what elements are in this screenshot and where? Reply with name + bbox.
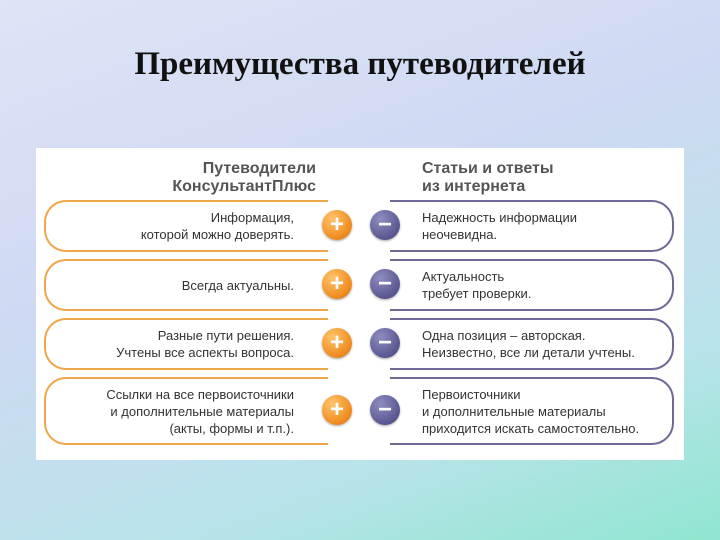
header-internet: Статьи и ответы из интернета [422, 160, 554, 196]
right-bracket [390, 259, 674, 311]
header-consultant-line: Путеводители [202, 160, 316, 177]
drawback-text: Одна позиция – авторская. Неизвестно, вс… [422, 318, 674, 370]
drawback-text: Надежность информации неочевидна. [422, 200, 674, 252]
drawback-line: неочевидна. [422, 227, 498, 242]
plus-icon: + [322, 395, 352, 425]
drawback-text: Первоисточники и дополнительные материал… [422, 377, 674, 445]
minus-icon: − [370, 395, 400, 425]
comparison-row: Ссылки на все первоисточники и дополните… [44, 377, 674, 445]
minus-icon: − [370, 328, 400, 358]
advantage-text: Всегда актуальны. [44, 259, 294, 311]
minus-icon: − [370, 269, 400, 299]
left-bracket [44, 200, 328, 252]
header-consultant-line: КонсультантПлюс [172, 178, 316, 195]
advantage-line: которой можно доверять. [140, 227, 294, 242]
drawback-line: Неизвестно, все ли детали учтены. [422, 345, 635, 360]
advantage-text: Ссылки на все первоисточники и дополните… [44, 377, 294, 445]
advantage-line: Учтены все аспекты вопроса. [116, 345, 294, 360]
drawback-text: Актуальность требует проверки. [422, 259, 674, 311]
header-internet-line: из интернета [422, 178, 526, 195]
drawback-line: и дополнительные материалы [422, 403, 606, 419]
drawback-line: требует проверки. [422, 286, 532, 301]
drawback-line: приходится искать самостоятельно. [422, 420, 640, 436]
right-bracket [390, 318, 674, 370]
right-bracket [390, 200, 674, 252]
drawback-line: Первоисточники [422, 386, 521, 402]
comparison-row: Всегда актуальны. + − Актуальность требу… [44, 259, 674, 311]
advantage-line: Разные пути решения. [157, 328, 294, 343]
left-bracket [44, 259, 328, 311]
advantage-line: и дополнительные материалы [110, 403, 294, 419]
right-bracket [390, 377, 674, 445]
comparison-row: Информация, которой можно доверять. + − … [44, 200, 674, 252]
plus-icon: + [322, 210, 352, 240]
advantage-line: Ссылки на все первоисточники [106, 386, 294, 402]
plus-icon: + [322, 328, 352, 358]
advantage-line: Информация, [210, 210, 294, 225]
minus-icon: − [370, 210, 400, 240]
drawback-line: Надежность информации [422, 210, 577, 225]
slide-title: Преимущества путеводителей [134, 46, 586, 82]
plus-icon: + [322, 269, 352, 299]
comparison-panel: Путеводители КонсультантПлюс Статьи и от… [36, 148, 684, 460]
header-consultant: Путеводители КонсультантПлюс [172, 160, 316, 196]
header-internet-line: Статьи и ответы [422, 160, 554, 177]
advantage-line: Всегда актуальны. [181, 277, 294, 293]
left-bracket [44, 318, 328, 370]
drawback-line: Актуальность [422, 269, 505, 284]
advantage-line: (акты, формы и т.п.). [169, 420, 294, 436]
comparison-row: Разные пути решения. Учтены все аспекты … [44, 318, 674, 370]
drawback-line: Одна позиция – авторская. [422, 328, 586, 343]
left-bracket [44, 377, 328, 445]
advantage-text: Разные пути решения. Учтены все аспекты … [44, 318, 294, 370]
advantage-text: Информация, которой можно доверять. [44, 200, 294, 252]
